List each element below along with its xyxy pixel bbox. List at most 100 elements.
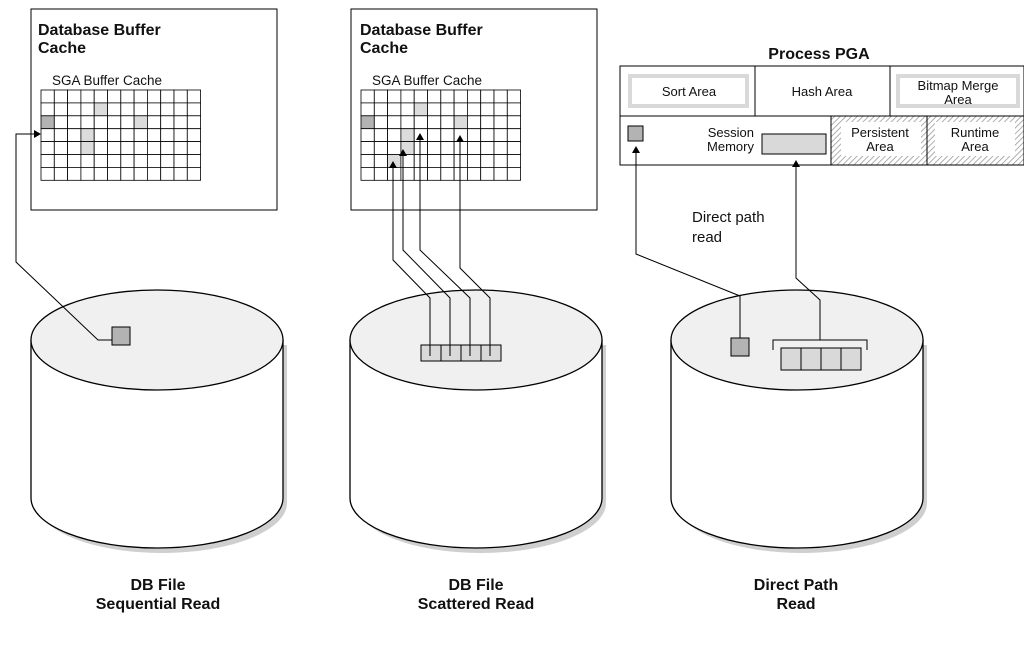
runtime-area-line1: Runtime [951, 125, 999, 140]
bitmap-merge-line2: Area [944, 92, 972, 107]
buffer-cell [107, 102, 122, 117]
buffer-cell [120, 166, 135, 181]
buffer-cell [413, 89, 428, 104]
buffer-cell [173, 89, 188, 104]
bitmap-merge-line1: Bitmap Merge [918, 78, 999, 93]
buffer-cell [186, 115, 202, 130]
buffer-cell [93, 166, 108, 181]
buffer-cell [427, 141, 442, 155]
buffer-cell [160, 102, 175, 117]
buffer-cell [160, 128, 175, 142]
buffer-cell [40, 154, 55, 168]
buffer-cell [146, 166, 162, 181]
buffer-cell [466, 89, 482, 104]
contiguous-blocks [420, 344, 502, 362]
buffer-cell [387, 115, 402, 130]
buffer-cell [133, 115, 148, 130]
buffer-cell [506, 154, 521, 168]
buffer-cell [93, 89, 108, 104]
panel-direct-path-read: Process PGA Sort Area Hash Area Bitmap M… [619, 46, 1024, 613]
buffer-cell [67, 141, 82, 155]
buffer-cell [360, 115, 375, 130]
caption-line1: DB File [448, 577, 503, 594]
buffer-cell [40, 115, 55, 130]
cache-title-line1: Database Buffer [38, 22, 161, 39]
buffer-cell [493, 115, 508, 130]
buffer-cell [373, 154, 388, 168]
panel-sequential-read: Database Buffer Cache SGA Buffer Cache D… [15, 8, 287, 613]
buffer-cell [440, 128, 455, 142]
hash-area [761, 74, 884, 108]
buffer-cell [440, 154, 455, 168]
direct-path-arrow-to-pga [792, 160, 821, 340]
buffer-cell [413, 166, 428, 181]
buffer-cell [186, 102, 202, 117]
buffer-cell [133, 89, 148, 104]
buffer-cell [453, 128, 468, 142]
buffer-cell [506, 141, 521, 155]
buffer-cell [466, 141, 482, 155]
buffer-cell [133, 141, 148, 155]
buffer-cell [387, 102, 402, 117]
buffer-cell [413, 115, 428, 130]
buffer-cell [120, 154, 135, 168]
buffer-cell [373, 89, 388, 104]
buffer-cell [160, 154, 175, 168]
buffer-cell [67, 115, 82, 130]
buffer-cell [67, 102, 82, 117]
buffer-cell [40, 166, 55, 181]
buffer-cell [453, 166, 468, 181]
caption-line2: Sequential Read [96, 596, 220, 613]
buffer-cell [427, 89, 442, 104]
buffer-cell [160, 89, 175, 104]
buffer-cell [427, 102, 442, 117]
buffer-cell [146, 89, 162, 104]
buffer-cell [120, 102, 135, 117]
datafile-cylinder [349, 289, 606, 553]
buffer-cell [173, 128, 188, 142]
buffer-cell [413, 102, 428, 117]
buffer-cell [373, 102, 388, 117]
buffer-cell [146, 141, 162, 155]
caption-line2: Scattered Read [418, 596, 535, 613]
buffer-cell [373, 128, 388, 142]
buffer-cell [493, 89, 508, 104]
buffer-cell [480, 89, 495, 104]
buffer-cell [186, 141, 202, 155]
buffer-cell [53, 89, 68, 104]
cache-title-line2: Cache [38, 40, 86, 57]
session-memory-block [627, 125, 644, 142]
single-data-block [730, 337, 750, 357]
buffer-cell [427, 166, 442, 181]
buffer-cell [53, 166, 68, 181]
buffer-cell [80, 166, 95, 181]
buffer-cell [360, 89, 375, 104]
buffer-cell [80, 89, 95, 104]
pga-title: Process PGA [768, 46, 870, 63]
buffer-cell [40, 89, 55, 104]
buffer-cell [400, 115, 415, 130]
cache-title-line1: Database Buffer [360, 22, 483, 39]
buffer-cell [466, 154, 482, 168]
buffer-cell [93, 154, 108, 168]
buffer-cell [466, 115, 482, 130]
buffer-cell [80, 102, 95, 117]
persistent-area-line2: Area [866, 139, 894, 154]
panel-scattered-read: Database Buffer Cache SGA Buffer Cache D… [349, 8, 606, 613]
buffer-cell [453, 154, 468, 168]
buffer-cell [360, 128, 375, 142]
buffer-cell [120, 115, 135, 130]
buffer-cell [387, 166, 402, 181]
direct-path-arrow-to-session [632, 146, 741, 338]
buffer-cell [387, 154, 402, 168]
process-pga-box: Sort Area Hash Area Bitmap Merge Area Se… [619, 65, 1024, 166]
caption-line1: DB File [130, 577, 185, 594]
buffer-cell [413, 128, 428, 142]
buffer-cell [453, 115, 468, 130]
buffer-cell [493, 166, 508, 181]
buffer-cell [360, 166, 375, 181]
buffer-cell [133, 154, 148, 168]
buffer-cell [480, 115, 495, 130]
sga-buffer-grid [360, 89, 521, 181]
